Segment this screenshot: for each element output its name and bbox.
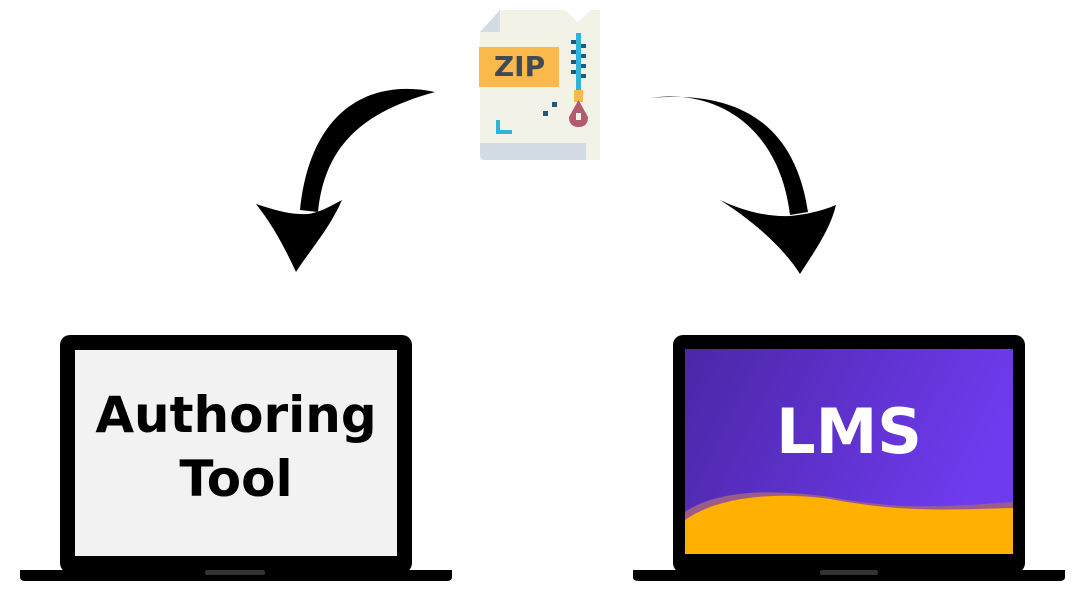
authoring-tool-label-line1: Authoring bbox=[95, 386, 377, 444]
zip-file-icon bbox=[479, 10, 600, 160]
lms-laptop bbox=[633, 335, 1065, 581]
arrow-to-lms bbox=[650, 96, 836, 274]
zip-label: ZIP bbox=[493, 50, 546, 83]
lms-label: LMS bbox=[776, 395, 922, 468]
arrow-to-authoring-tool bbox=[256, 88, 435, 272]
authoring-tool-label-line2: Tool bbox=[179, 450, 293, 508]
authoring-tool-label: Authoring Tool bbox=[75, 385, 397, 509]
authoring-tool-laptop bbox=[20, 335, 452, 581]
